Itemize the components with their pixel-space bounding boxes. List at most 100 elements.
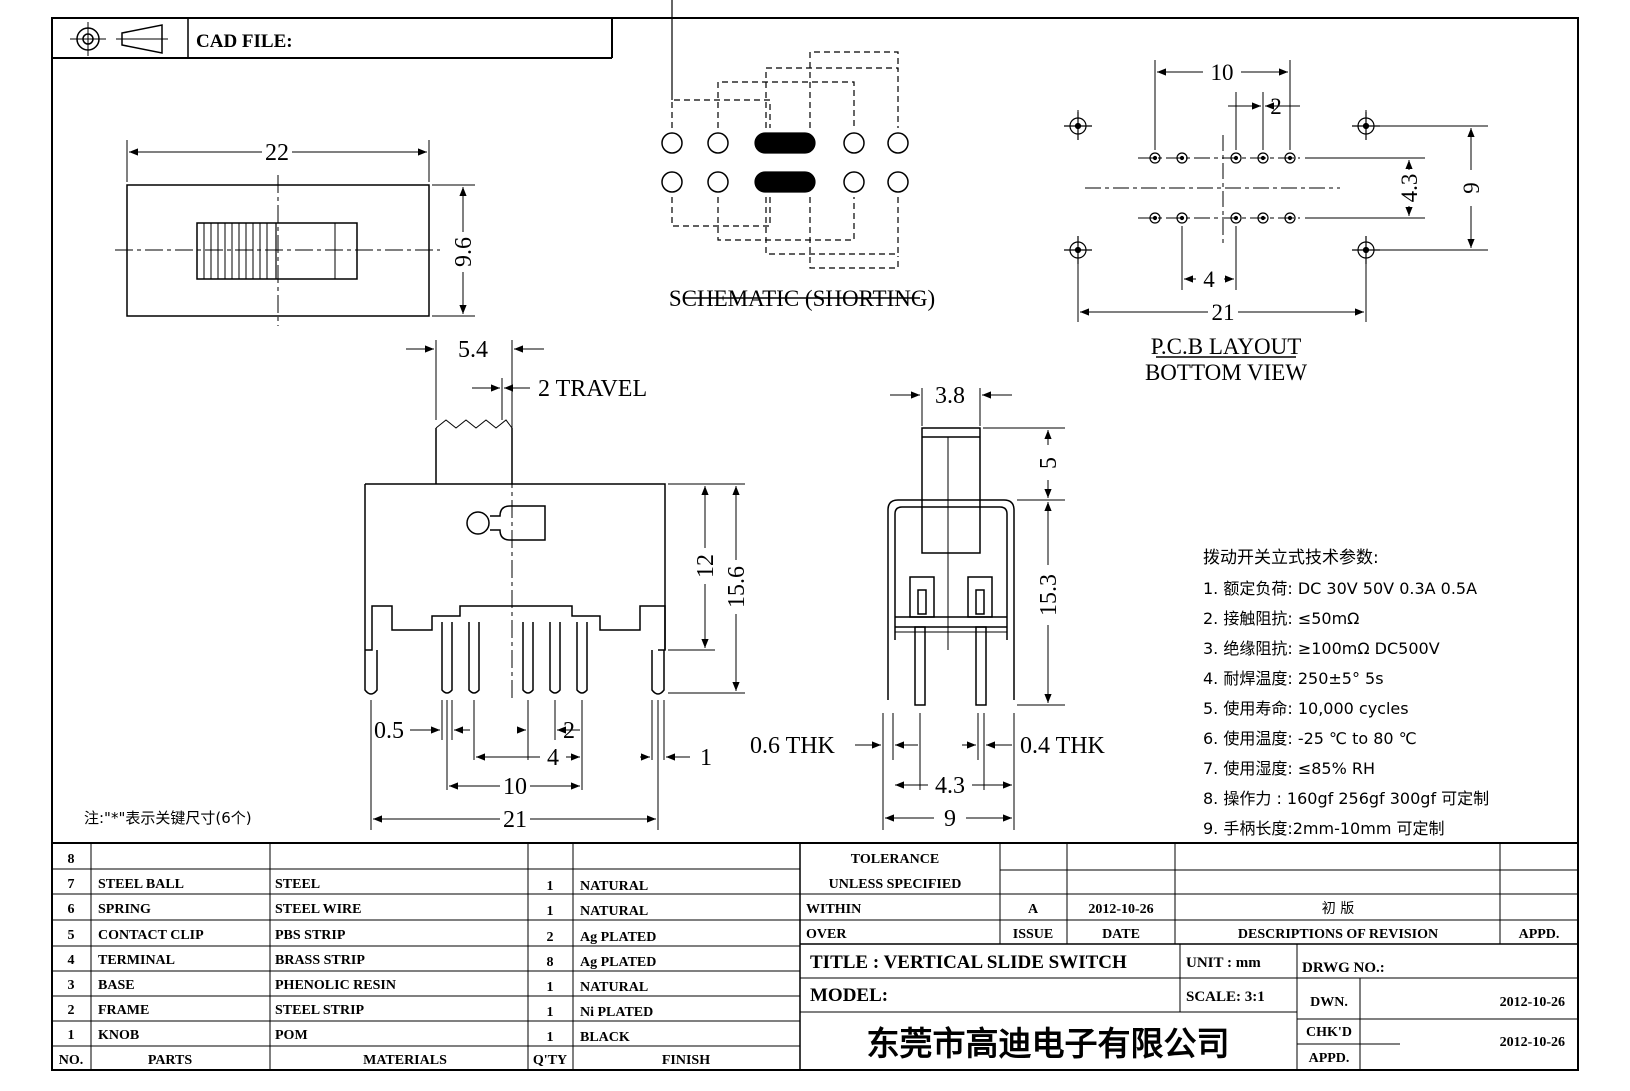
bom-finish: NATURAL [580,879,648,894]
front-view [364,340,745,830]
drwg-no-label: DRWG NO.: [1302,960,1385,976]
specs-title: 拨动开关立式技术参数: [1203,548,1379,568]
pcb-title: P.C.B LAYOUT [1151,334,1302,359]
header-box: CAD FILE: [52,18,613,59]
date-value: 2012-10-26 [1088,902,1153,917]
bom-material: STEEL WIRE [275,902,362,917]
pcb-dim-2: 2 [1270,94,1282,119]
bom-qty: 1 [547,879,554,894]
side-dim-3-8: 3.8 [935,383,965,409]
bom-no: 8 [68,852,75,867]
schematic-title: SCHEMATIC (SHORTING) [669,286,935,311]
top-view-width-dim: 22 [265,140,289,166]
front-dim-4: 4 [547,745,559,771]
pcb-dim-9: 9 [1459,182,1484,194]
front-dim-2: 2 [563,718,575,744]
bom-header-parts: PARTS [148,1053,193,1068]
front-dim-15-6: 15.6 [724,566,750,608]
pcb-dim-4: 4 [1203,267,1215,292]
outer-frame [51,17,1579,1071]
bom-qty: 1 [547,904,554,919]
pcb-subtitle: BOTTOM VIEW [1145,360,1307,385]
side-thk-0-4: 0.4 THK [1020,733,1106,759]
side-view [855,388,1065,830]
bom-no: 6 [68,902,75,917]
bom-material: PHENOLIC RESIN [275,978,396,993]
revision-description: 初 版 [1322,900,1354,917]
front-dim-10: 10 [503,774,527,800]
bom-no: 4 [68,953,75,968]
bom-no: 3 [68,978,75,993]
bom-material: STEEL STRIP [275,1003,365,1018]
spec-item: 9. 手柄长度:2mm-10mm 可定制 [1203,819,1445,838]
spec-item: 7. 使用湿度: ≤85% RH [1203,759,1375,778]
front-dim-21: 21 [503,807,527,833]
cad-file-label: CAD FILE: [196,31,293,52]
bom-header-no: NO. [59,1053,84,1068]
bom-header-materials: MATERIALS [363,1053,447,1068]
title-block-grid [800,843,1578,1070]
date-label: DATE [1102,927,1140,942]
dwn-label: DWN. [1310,995,1348,1010]
bom-finish: Ni PLATED [580,1005,653,1020]
spec-item: 5. 使用寿命: 10,000 cycles [1203,699,1409,718]
bom-qty: 1 [547,1005,554,1020]
bom-finish: NATURAL [580,980,648,995]
bom-qty: 1 [547,1030,554,1045]
side-dim-5: 5 [1036,457,1062,469]
top-view-height-dim: 9.6 [451,237,477,267]
bom-finish: Ag PLATED [580,930,656,945]
bom-rows: 8 7 STEEL BALL STEEL 1 NATURAL 6 SPRING … [59,852,710,1068]
bom-part: TERMINAL [98,953,175,968]
front-dim-5-4: 5.4 [458,337,488,363]
dwn-date: 2012-10-26 [1500,995,1565,1010]
bom-part: FRAME [98,1003,149,1018]
front-dim-1: 1 [700,745,712,771]
company-name: 东莞市高迪电子有限公司 [867,1024,1230,1063]
projection-symbol-icon [70,22,168,56]
bom-material: STEEL [275,877,320,892]
bom-no: 2 [68,1003,75,1018]
issue-label: ISSUE [1013,927,1053,942]
front-dim-12: 12 [693,554,719,578]
spec-item: 1. 额定负荷: DC 30V 50V 0.3A 0.5A [1203,579,1477,598]
title-block: TOLERANCE UNLESS SPECIFIED WITHIN OVER A… [806,852,1565,1066]
side-thk-0-6: 0.6 THK [750,733,836,759]
bom-material: BRASS STRIP [275,953,365,968]
spec-item: 2. 接触阻抗: ≤50mΩ [1203,609,1359,628]
bom-finish: NATURAL [580,904,648,919]
schematic [661,0,920,299]
chk-date: 2012-10-26 [1500,1035,1565,1050]
bom-part: BASE [98,978,135,993]
front-travel: 2 TRAVEL [538,376,647,402]
appd-label: APPD. [1519,927,1560,942]
side-dim-4-3: 4.3 [935,773,965,799]
bom-header-qty: Q'TY [533,1053,567,1068]
bom-finish: Ag PLATED [580,955,656,970]
chkd-label: CHK'D [1306,1025,1352,1040]
specs: 拨动开关立式技术参数: 1. 额定负荷: DC 30V 50V 0.3A 0.5… [1203,548,1489,838]
front-dim-0-5: 0.5 [374,718,404,744]
scale-label: SCALE: 3:1 [1186,989,1265,1005]
model-label: MODEL: [810,985,888,1006]
bom-qty: 1 [547,980,554,995]
bom-header-finish: FINISH [662,1053,710,1068]
unit-label: UNIT : mm [1186,955,1261,971]
bom-part: CONTACT CLIP [98,928,204,943]
bom-no: 7 [68,877,75,892]
tolerance-label: TOLERANCE [851,852,939,867]
unless-specified-label: UNLESS SPECIFIED [829,877,962,892]
pcb-layout [1064,60,1488,358]
drawing-title: TITLE : VERTICAL SLIDE SWITCH [810,952,1127,973]
bom-part: STEEL BALL [98,877,184,892]
bom-finish: BLACK [580,1030,630,1045]
bom-table [52,842,1578,1070]
spec-item: 4. 耐焊温度: 250±5° 5s [1203,669,1384,688]
descriptions-label: DESCRIPTIONS OF REVISION [1238,927,1438,942]
spec-item: 8. 操作力 : 160gf 256gf 300gf 可定制 [1203,789,1489,808]
bom-part: KNOB [98,1028,139,1043]
pcb-dim-10: 10 [1211,60,1234,85]
over-label: OVER [806,927,847,942]
